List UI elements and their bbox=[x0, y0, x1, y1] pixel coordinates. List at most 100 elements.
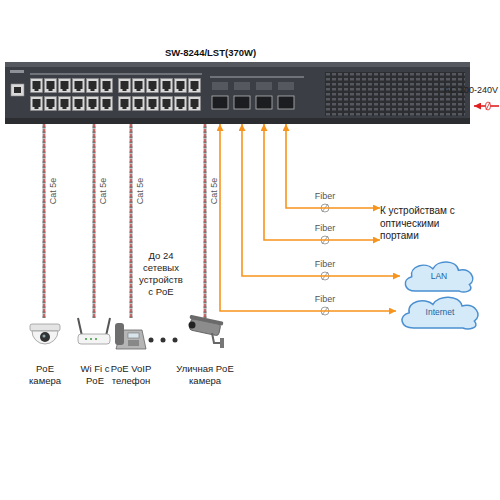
cable-twist bbox=[42, 124, 45, 318]
chassis-body bbox=[5, 62, 470, 124]
fiber-line bbox=[220, 124, 396, 311]
cable-twist bbox=[203, 124, 206, 318]
network-cloud: Internet bbox=[396, 293, 484, 331]
cable-twist bbox=[92, 124, 95, 318]
sfp-marking bbox=[234, 82, 250, 90]
network-switch: SW-8244/LST(370W) bbox=[5, 44, 470, 124]
sfp-slot bbox=[212, 96, 228, 109]
sfp-marking bbox=[212, 82, 228, 90]
fiber-symbol bbox=[322, 307, 328, 315]
poe-power-line bbox=[131, 124, 132, 318]
power-cable-mark bbox=[486, 102, 490, 110]
fiber-symbol bbox=[322, 236, 328, 244]
optical-target: К устройствам с оптическими портами bbox=[380, 203, 472, 245]
brand-logo bbox=[10, 70, 24, 73]
poe-power-line bbox=[94, 124, 95, 318]
power-input bbox=[474, 102, 499, 110]
fiber-link bbox=[264, 124, 380, 240]
switch-chassis bbox=[5, 62, 470, 124]
chassis-bottom-edge bbox=[5, 118, 470, 124]
cloud-outline bbox=[402, 297, 478, 329]
fiber-symbol bbox=[321, 307, 329, 315]
node-label: LAN bbox=[431, 271, 448, 281]
connector-group bbox=[44, 124, 400, 318]
fiber-symbol bbox=[322, 272, 328, 280]
ellipsis-dot bbox=[149, 338, 154, 343]
cable-twist bbox=[129, 124, 132, 318]
poe-power-line bbox=[205, 124, 206, 318]
ellipsis-dot bbox=[161, 338, 166, 343]
cable-label: Cat 5e bbox=[98, 178, 108, 205]
cable-twist bbox=[129, 124, 132, 318]
sfp-slot bbox=[278, 96, 294, 109]
camera-mount bbox=[220, 338, 224, 348]
power-cable-mark bbox=[486, 102, 491, 110]
camera-lens-glint bbox=[43, 335, 46, 338]
device-node: Уличная PoE камера bbox=[176, 318, 234, 386]
sfp-marking bbox=[256, 82, 272, 90]
fiber-symbol bbox=[321, 204, 329, 212]
sfp-marking bbox=[278, 82, 294, 90]
camera-base bbox=[30, 324, 60, 331]
fiber-label: Fiber bbox=[315, 191, 336, 201]
fiber-symbol bbox=[321, 236, 329, 244]
fiber-line bbox=[242, 124, 400, 276]
console-port bbox=[11, 84, 24, 96]
rj45-port-block bbox=[30, 78, 114, 114]
street-camera-icon bbox=[189, 315, 225, 348]
node-label: Wi Fi с PoE bbox=[78, 363, 112, 386]
node-label: К устройствам с оптическими портами bbox=[380, 205, 472, 243]
cloud-outline bbox=[405, 262, 472, 292]
console-port-socket bbox=[14, 87, 21, 93]
fiber-link bbox=[220, 124, 396, 311]
phone-display bbox=[128, 333, 139, 338]
phone-keypad bbox=[128, 340, 139, 346]
fiber-label: Fiber bbox=[315, 223, 336, 233]
fiber-link bbox=[286, 124, 380, 208]
ellipsis-dot bbox=[173, 338, 178, 343]
fiber-label: Fiber bbox=[315, 294, 336, 304]
bullet-camera-lens bbox=[189, 322, 196, 329]
sfp-slot bbox=[256, 96, 272, 109]
cat5e-cable bbox=[44, 124, 45, 318]
fiber-line bbox=[286, 124, 380, 208]
cable-label: Cat 5e bbox=[209, 178, 219, 205]
camera-dome bbox=[32, 331, 58, 344]
dots-more bbox=[149, 338, 178, 343]
fiber-link bbox=[242, 124, 400, 276]
node-label: Internet bbox=[426, 307, 455, 317]
router-antenna bbox=[106, 318, 110, 336]
cable-twist bbox=[203, 124, 206, 318]
device-node: PoE камера bbox=[25, 318, 65, 386]
cat5e-cable bbox=[94, 124, 95, 318]
sfp-slot bbox=[234, 96, 250, 109]
voip-phone-icon bbox=[115, 323, 146, 349]
port-led-strip bbox=[30, 73, 202, 75]
phone-handset bbox=[115, 323, 124, 345]
device-node: Wi Fi с PoE bbox=[78, 318, 112, 386]
router-led bbox=[85, 338, 87, 340]
cable-label: Cat 5e bbox=[48, 178, 58, 205]
cable-twist bbox=[92, 124, 95, 318]
power-label: AC 100-240V bbox=[444, 85, 500, 96]
fiber-label: Fiber bbox=[315, 259, 336, 269]
router-body bbox=[78, 334, 110, 344]
fiber-symbol bbox=[321, 272, 329, 280]
cable-twist bbox=[42, 124, 45, 318]
node-label: PoE камера bbox=[25, 363, 65, 386]
router-antenna bbox=[78, 318, 82, 336]
note-label: До 24 сетевых устройств с PoE bbox=[136, 250, 186, 298]
poe-power-line bbox=[44, 124, 45, 318]
fiber-line bbox=[264, 124, 380, 240]
router-led bbox=[90, 338, 92, 340]
node-label: PoE VoIP телефон bbox=[110, 363, 152, 386]
chassis-top-edge bbox=[5, 62, 470, 67]
node-label: Уличная PoE камера bbox=[176, 363, 234, 386]
device-node: PoE VoIP телефон bbox=[110, 318, 152, 386]
